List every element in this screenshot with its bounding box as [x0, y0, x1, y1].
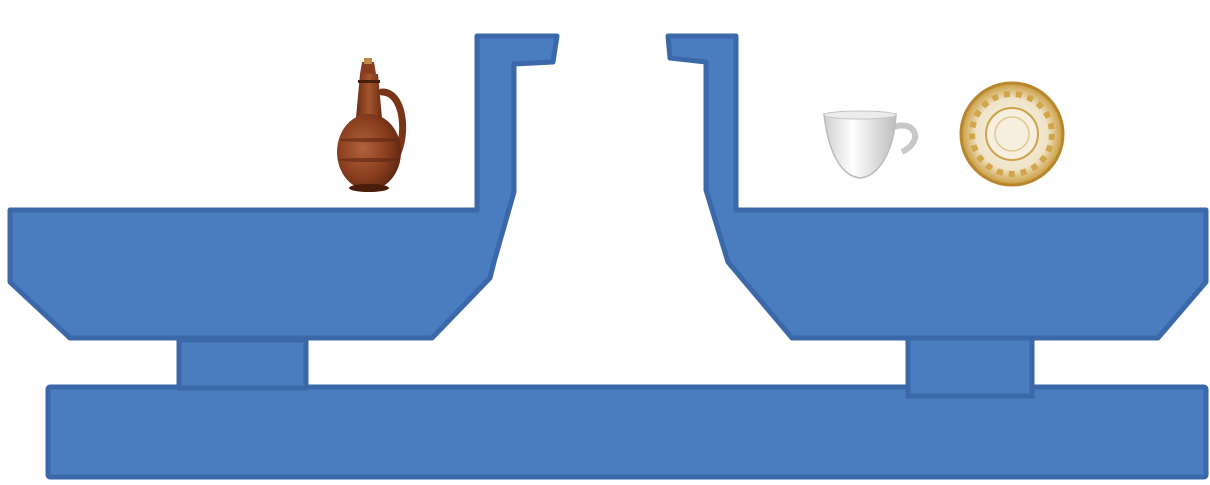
jug-icon: [337, 58, 403, 192]
left-pan: [10, 36, 557, 338]
right-pan-support: [908, 338, 1032, 396]
saucer-icon: [961, 83, 1063, 185]
scale-base: [48, 387, 1206, 477]
left-pan-support: [179, 340, 306, 388]
right-pan: [668, 36, 1206, 338]
teacup-icon: [824, 111, 915, 178]
